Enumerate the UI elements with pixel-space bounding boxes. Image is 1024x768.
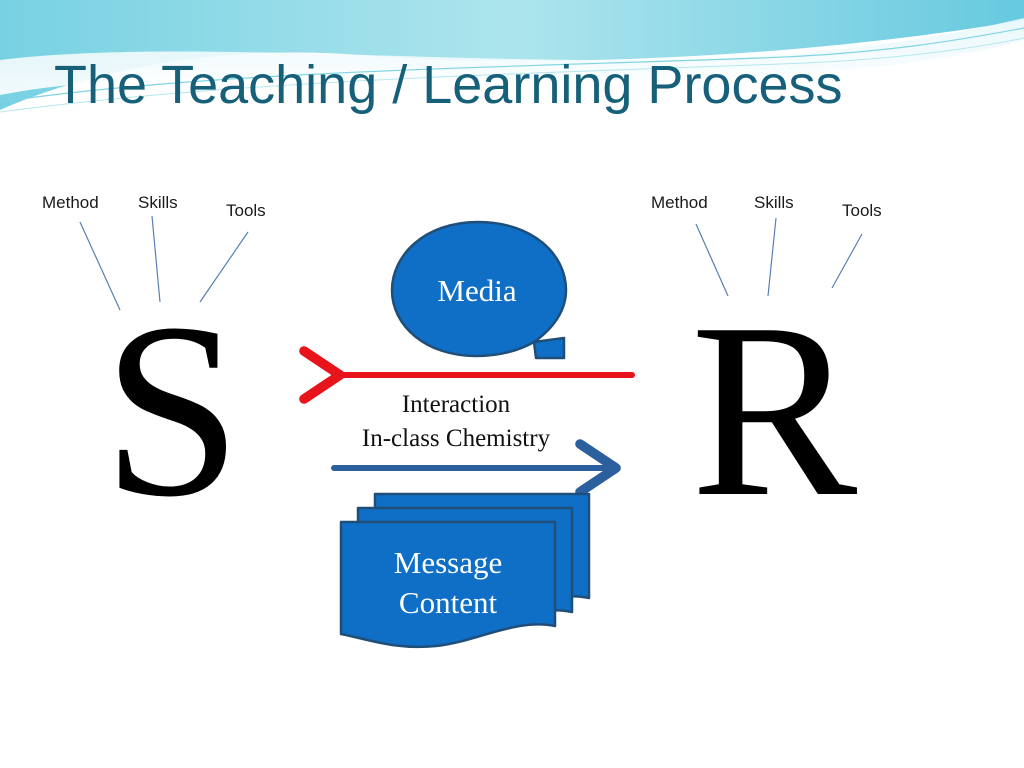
sender-letter: S [102,272,241,549]
message-label: Message [394,545,502,580]
receiver-skills-line [767,217,777,297]
receiver-method-label: Method [651,193,708,212]
content-label: Content [399,585,498,620]
receiver-tools-line [831,233,863,289]
media-bubble: Media [390,220,568,360]
sender-skills-line [151,215,161,303]
sender-skills-label: Skills [138,193,178,212]
slide-title: The Teaching / Learning Process [54,55,843,115]
sender-tools-label: Tools [226,201,266,220]
media-label: Media [437,273,516,308]
interaction-label: Interaction [402,391,511,418]
sender-tools-line [199,231,249,303]
sender-method-label: Method [42,193,99,212]
in-class-chemistry-label: In-class Chemistry [362,425,551,452]
sender-method-line [79,221,121,311]
receiver-connector-lines [695,217,863,297]
header-wave-decoration [0,0,1024,113]
receiver-letter: R [691,272,858,549]
receiver-method-line [695,223,729,297]
document-front [339,520,557,649]
sender-connector-lines [79,215,249,311]
receiver-tools-label: Tools [842,201,882,220]
receiver-skills-label: Skills [754,193,794,212]
message-content-documents: Message Content [339,492,591,649]
